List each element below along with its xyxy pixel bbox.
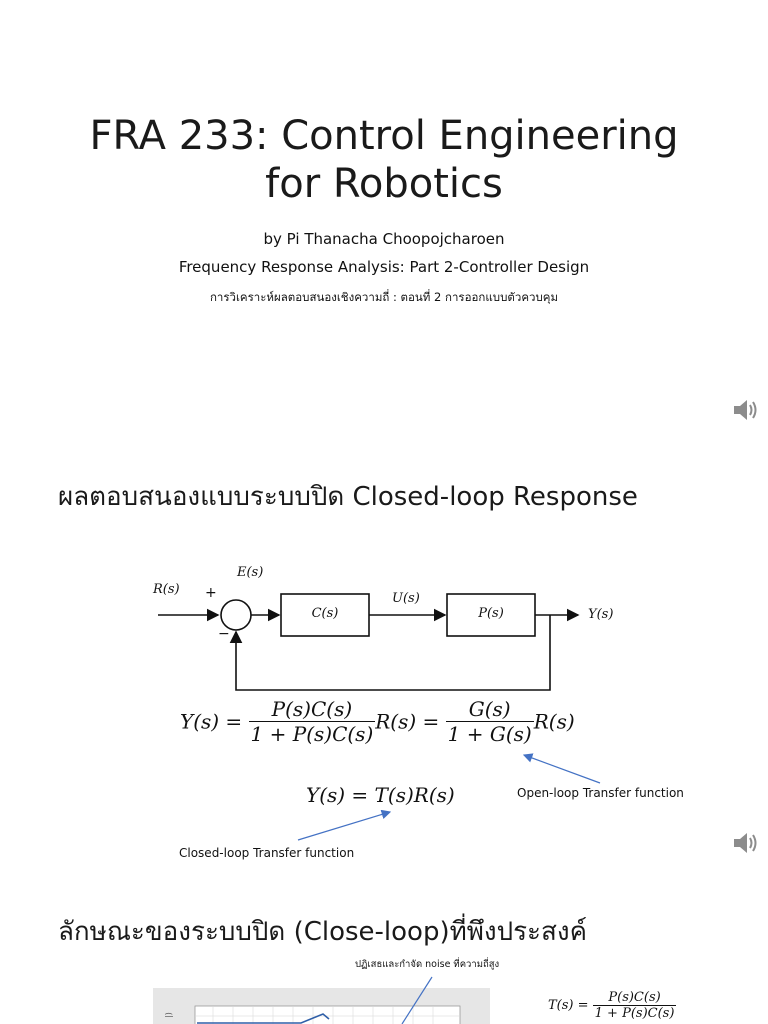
desired-properties-heading: ลักษณะของระบบปิด (Close-loop)ที่พึงประสง… xyxy=(58,917,587,947)
tf-numerator: P(s)C(s) xyxy=(608,990,661,1005)
annotation-arrows xyxy=(297,753,601,841)
closed-loop-equation: Y(s) = P(s)C(s) 1 + P(s)C(s) R(s) = G(s)… xyxy=(180,697,575,746)
output-label: Y(s) xyxy=(588,607,614,622)
slide1-title: FRA 233: Control Engineering for Robotic… xyxy=(0,112,768,208)
eq1-tail: R(s) xyxy=(533,709,575,734)
eq1-fraction-1: P(s)C(s) 1 + P(s)C(s) xyxy=(248,697,376,746)
input-label: R(s) xyxy=(153,582,180,597)
tf-lhs: T(s) = xyxy=(548,998,589,1013)
block-diagram xyxy=(158,593,580,691)
eq1-frac2-numerator: G(s) xyxy=(468,697,511,721)
speaker-icon[interactable] xyxy=(732,397,760,423)
plant-label: P(s) xyxy=(478,606,504,621)
control-signal-label: U(s) xyxy=(392,591,420,606)
controller-label: C(s) xyxy=(311,606,339,621)
subtitle-thai-line: การวิเคราะห์ผลตอบสนองเชิงความถี่ : ตอนที… xyxy=(209,290,559,304)
eq1-mid: R(s) = xyxy=(375,709,440,734)
speaker-icon[interactable] xyxy=(732,830,760,856)
feedback-path xyxy=(229,615,551,691)
closed-loop-arrow xyxy=(297,809,392,841)
error-label: E(s) xyxy=(237,565,264,580)
noise-annotation: ปฏิเสธและกำจัด noise ที่ความถี่สูง xyxy=(355,959,500,970)
controller-block xyxy=(280,593,370,637)
eq1-frac2-denominator: 1 + G(s) xyxy=(445,721,534,746)
eq1-fraction-2: G(s) 1 + G(s) xyxy=(445,697,534,746)
plus-sign: + xyxy=(205,585,217,601)
subtitle-line: Frequency Response Analysis: Part 2-Cont… xyxy=(178,258,590,276)
title-line-1: FRA 233: Control Engineering xyxy=(89,113,679,159)
transfer-equation: Y(s) = T(s)R(s) xyxy=(306,783,455,807)
minus-sign: − xyxy=(218,626,230,642)
svg-text:|): |) xyxy=(164,1012,173,1018)
open-loop-annotation: Open-loop Transfer function xyxy=(517,786,684,800)
eq1-frac1-numerator: P(s)C(s) xyxy=(271,697,353,721)
closed-loop-annotation: Closed-loop Transfer function xyxy=(179,846,355,860)
eq1-lhs: Y(s) = xyxy=(180,709,243,734)
closed-loop-tf-formula: T(s) = P(s)C(s) 1 + P(s)C(s) xyxy=(548,990,677,1021)
tf-fraction: P(s)C(s) 1 + P(s)C(s) xyxy=(592,990,677,1021)
closed-loop-heading: ผลตอบสนองแบบระบบปิด Closed-loop Response xyxy=(58,482,638,512)
author-line: by Pi Thanacha Choopojcharoen xyxy=(263,230,505,248)
noise-arrow xyxy=(401,976,433,1024)
bode-plot-image: |) xyxy=(153,988,490,1024)
open-loop-arrow xyxy=(522,753,601,784)
eq1-frac1-denominator: 1 + P(s)C(s) xyxy=(248,721,376,746)
tf-denominator: 1 + P(s)C(s) xyxy=(592,1005,677,1021)
title-line-2: for Robotics xyxy=(265,161,503,207)
